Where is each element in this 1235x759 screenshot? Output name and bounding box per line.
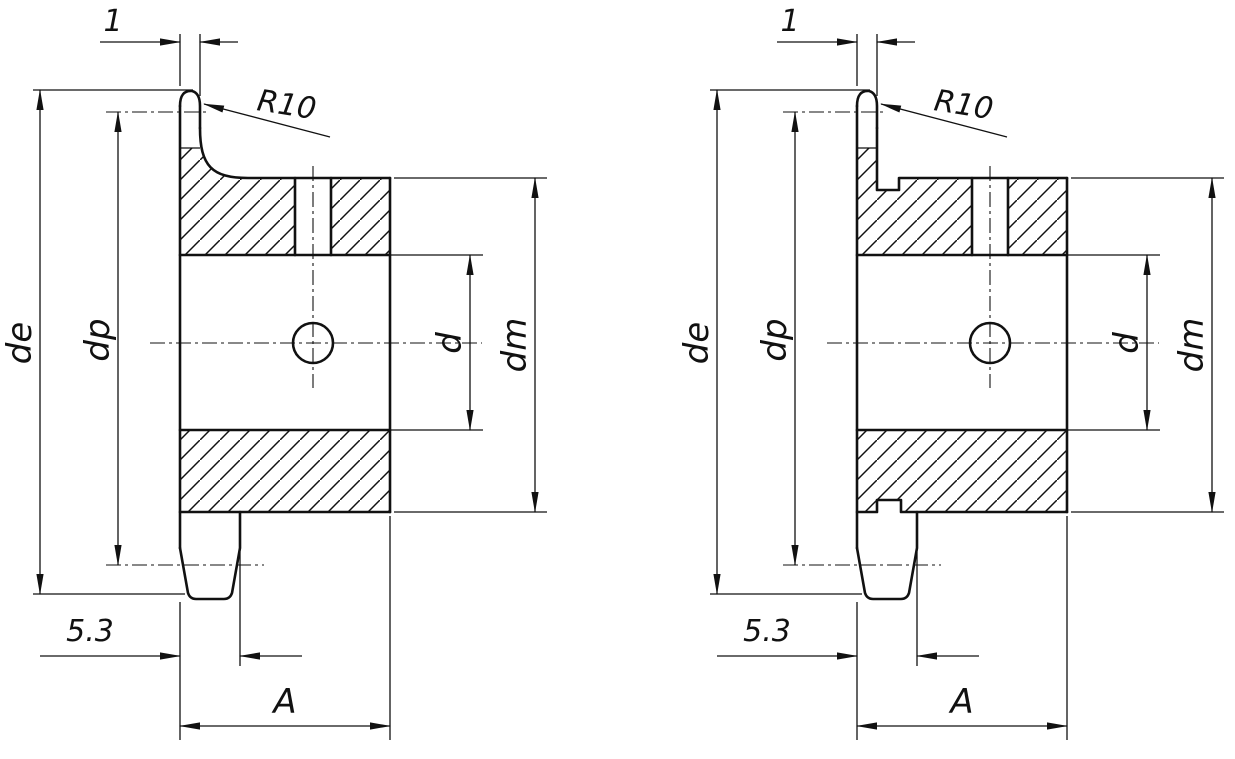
label-bore-diameter: d: [1107, 332, 1147, 354]
label-hub-length: A: [948, 682, 973, 722]
sprocket-drawing-right: 1 R10 de dp d dm 5.3 A: [677, 4, 1224, 740]
label-hub-diameter: dm: [495, 318, 535, 373]
hub-top-profile: [875, 126, 1069, 192]
label-outer-diameter: de: [0, 322, 40, 365]
label-pitch-diameter: dp: [755, 318, 795, 361]
label-tip-radius: R10: [255, 83, 319, 127]
hatching-top-section: [180, 130, 295, 255]
hatching-top-section: [857, 148, 972, 255]
label-outer-diameter: de: [677, 322, 717, 365]
hatching-top-right-section: [1008, 178, 1067, 255]
label-tip-radius: R10: [932, 83, 996, 127]
label-tooth-tip-width: 1: [103, 4, 122, 39]
label-pitch-diameter: dp: [78, 318, 118, 361]
hatching-bottom-section: [857, 430, 1067, 512]
sprocket-drawing-left: 1 R10 de dp d dm 5.3 A: [0, 4, 547, 740]
label-tooth-width: 5.3: [66, 614, 114, 649]
hub-top-profile: [198, 126, 392, 180]
hub-bottom-face: [855, 498, 1069, 514]
label-hub-length: A: [271, 682, 296, 722]
label-hub-diameter: dm: [1172, 318, 1212, 373]
label-tooth-tip-width: 1: [780, 4, 799, 39]
label-bore-diameter: d: [430, 332, 470, 354]
label-tooth-width: 5.3: [743, 614, 791, 649]
hatching-top-right-section: [331, 178, 390, 255]
hatching-bottom-section: [180, 430, 390, 512]
